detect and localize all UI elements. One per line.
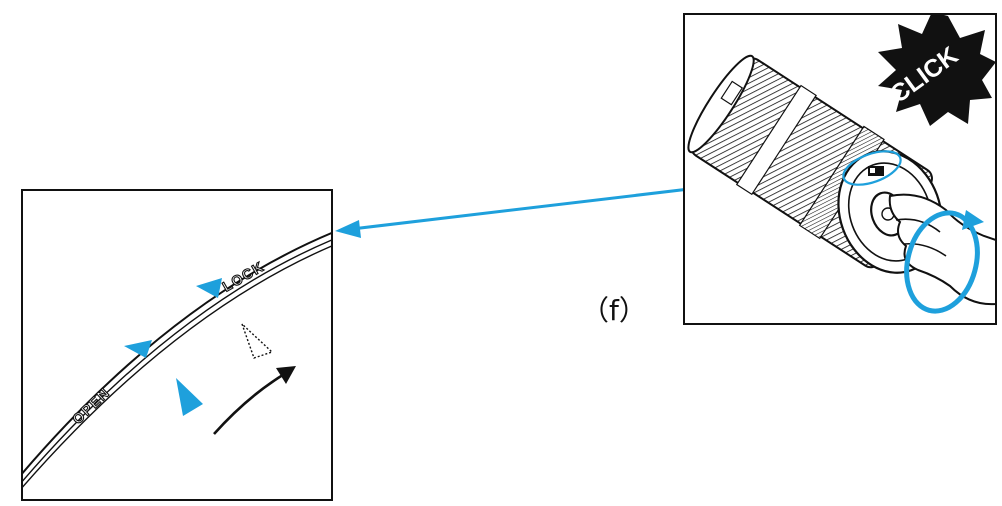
mount-edge-outer-line	[22, 231, 332, 476]
mount-highlight-ring	[842, 150, 902, 186]
lens-marker-icon	[176, 378, 203, 416]
rotation-arrow-icon	[213, 366, 296, 435]
rotation-circle-icon	[904, 210, 984, 314]
detail-panel: OPEN LOCK	[21, 189, 333, 501]
mount-edge-middle-line	[22, 239, 332, 483]
mount-edge-inner-line	[22, 245, 332, 489]
photo-panel: CLICK	[683, 13, 997, 325]
lock-marker-icon	[196, 278, 222, 298]
open-marker-icon	[124, 340, 152, 358]
figure-caption: （f）	[581, 294, 647, 327]
dotted-marker-outline	[241, 323, 274, 359]
click-burst-icon: CLICK	[878, 14, 996, 126]
